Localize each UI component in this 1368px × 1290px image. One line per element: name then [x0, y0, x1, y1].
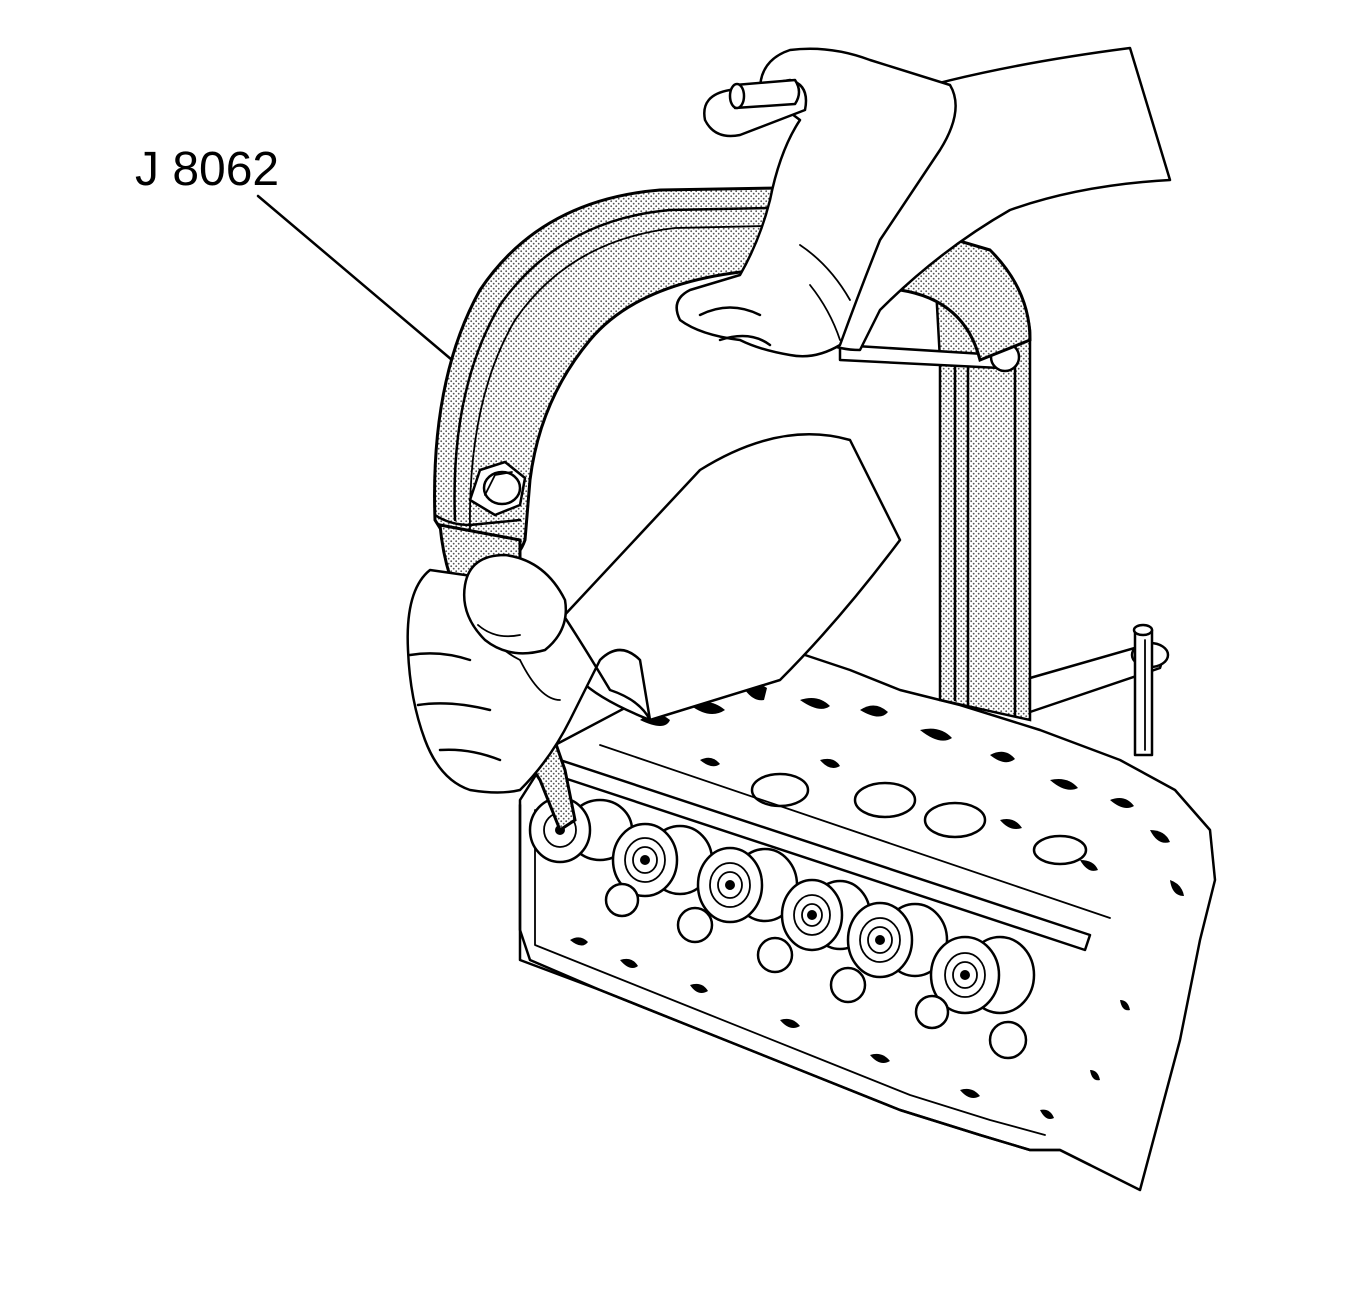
- lifter-bore-1: [604, 882, 640, 918]
- lower-hand-thumb: [462, 553, 568, 655]
- casting-detail: [570, 684, 1184, 1119]
- lower-hand: [406, 433, 902, 794]
- tool-number-label: J 8062: [135, 143, 279, 196]
- cylinder-head-inner-edge: [534, 809, 1046, 1136]
- tool-callout: J 8062: [135, 143, 454, 362]
- combustion-port-4: [1032, 834, 1088, 866]
- callout-leader-line: [256, 194, 454, 362]
- valve-spring-6: [929, 935, 1036, 1015]
- valve-spring-3: [696, 846, 799, 924]
- cylinder-head-lower-face: [518, 803, 1092, 1167]
- tool-locating-pin: [1133, 628, 1154, 757]
- lifter-bore-2: [676, 906, 714, 944]
- lifter-bore-6: [988, 1020, 1028, 1060]
- upper-hand: [675, 46, 1172, 358]
- lifter-bore-3: [756, 936, 794, 974]
- lower-forearm: [558, 433, 902, 722]
- lower-hand-fist: [406, 568, 652, 794]
- valve-spring-row: [528, 796, 1036, 1060]
- combustion-port-2: [853, 781, 917, 819]
- upper-hand-palm: [675, 47, 957, 358]
- cylinder-head-rail-2: [599, 744, 1111, 919]
- combustion-port-1: [750, 772, 810, 808]
- lifter-bore-4: [829, 966, 867, 1004]
- valve-spring-5: [846, 901, 949, 979]
- lifter-bore-5: [914, 994, 950, 1030]
- combustion-port-3: [923, 801, 987, 839]
- valve-spring-2: [611, 822, 714, 898]
- screw-handle: [733, 78, 801, 110]
- tool-adjusting-bolt: [468, 460, 527, 517]
